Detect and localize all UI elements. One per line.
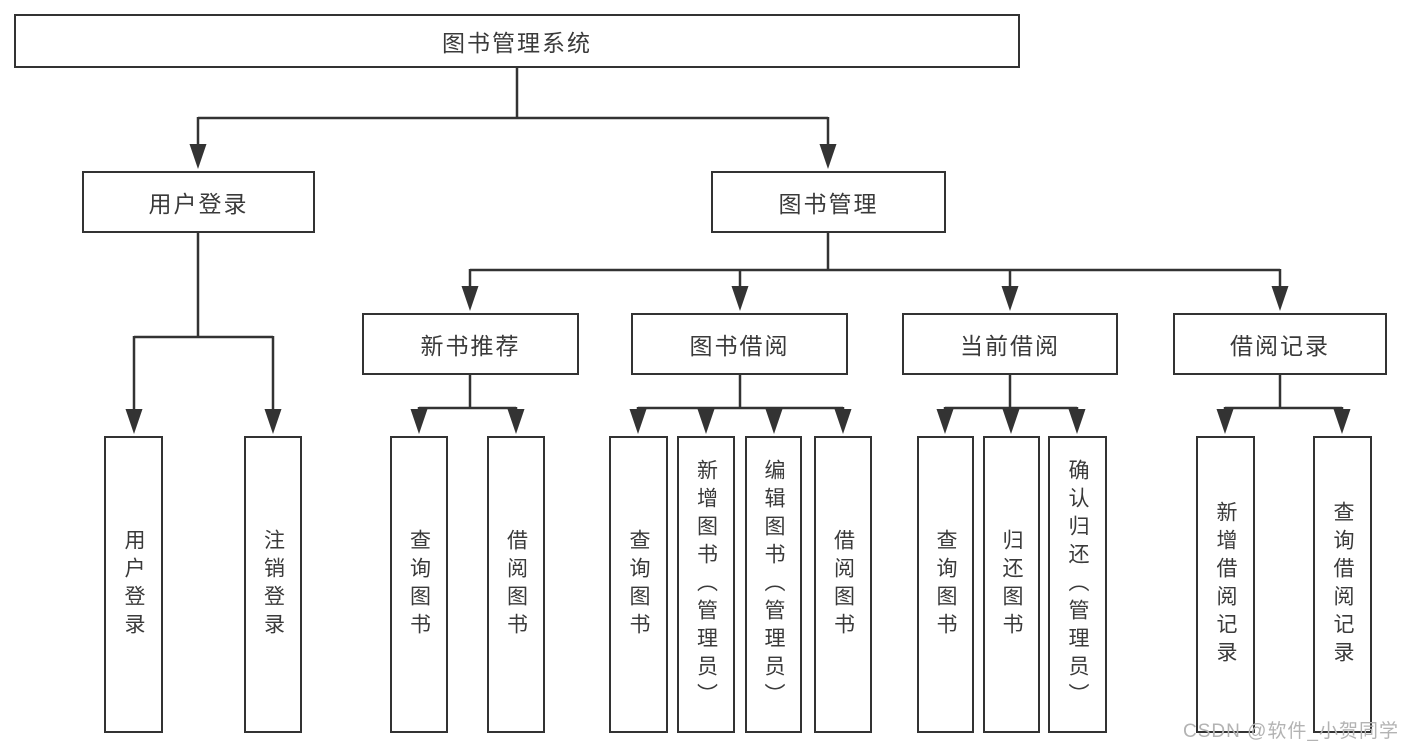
node-label: 借阅图书: [504, 528, 528, 641]
node-user-login: 用户登录: [82, 171, 315, 233]
node-label: 借阅图书: [831, 528, 855, 641]
node-user-login-leaf: 用户登录: [104, 436, 163, 733]
node-edit-books-admin: 编辑图书（管理员）: [745, 436, 802, 733]
node-query-books-borrowing: 查询图书: [609, 436, 668, 733]
node-label: 查询图书: [407, 528, 431, 641]
node-label: 当前借阅: [960, 333, 1060, 359]
node-return-books: 归还图书: [983, 436, 1040, 733]
node-add-borrowing-record: 新增借阅记录: [1196, 436, 1255, 733]
node-query-books-recommend: 查询图书: [390, 436, 448, 733]
node-borrow-books-borrowing: 借阅图书: [814, 436, 872, 733]
node-book-borrowing: 图书借阅: [631, 313, 848, 375]
node-book-management: 图书管理: [711, 171, 946, 233]
node-label: 图书管理: [778, 191, 879, 217]
node-add-books-admin: 新增图书（管理员）: [677, 436, 735, 733]
node-label: 用户登录: [148, 191, 249, 217]
node-borrowing-records: 借阅记录: [1173, 313, 1387, 375]
node-label: 新书推荐: [420, 333, 521, 359]
node-label: 查询图书: [934, 528, 957, 641]
node-label: 用户登录: [122, 528, 145, 641]
node-label: 图书借阅: [689, 333, 790, 359]
node-new-book-recommendation: 新书推荐: [362, 313, 579, 375]
node-system-root: 图书管理系统: [14, 14, 1020, 68]
node-query-books-current: 查询图书: [917, 436, 974, 733]
node-label: 查询借阅记录: [1331, 500, 1354, 669]
node-current-borrowing: 当前借阅: [902, 313, 1118, 375]
node-label: 归还图书: [1000, 528, 1023, 641]
node-borrow-books-recommend: 借阅图书: [487, 436, 545, 733]
node-logout-leaf: 注销登录: [244, 436, 302, 733]
node-label: 新增借阅记录: [1214, 500, 1237, 669]
node-label: 确认归还（管理员）: [1066, 458, 1089, 711]
watermark: CSDN @软件_小贺同学: [1183, 721, 1399, 742]
node-label: 编辑图书（管理员）: [762, 458, 785, 711]
node-label: 查询图书: [627, 528, 650, 641]
node-label: 注销登录: [261, 528, 285, 641]
node-confirm-return-admin: 确认归还（管理员）: [1048, 436, 1107, 733]
node-query-borrowing-record: 查询借阅记录: [1313, 436, 1372, 733]
node-label: 图书管理系统: [442, 30, 592, 56]
node-label: 新增图书（管理员）: [694, 458, 718, 711]
node-label: 借阅记录: [1230, 333, 1330, 359]
